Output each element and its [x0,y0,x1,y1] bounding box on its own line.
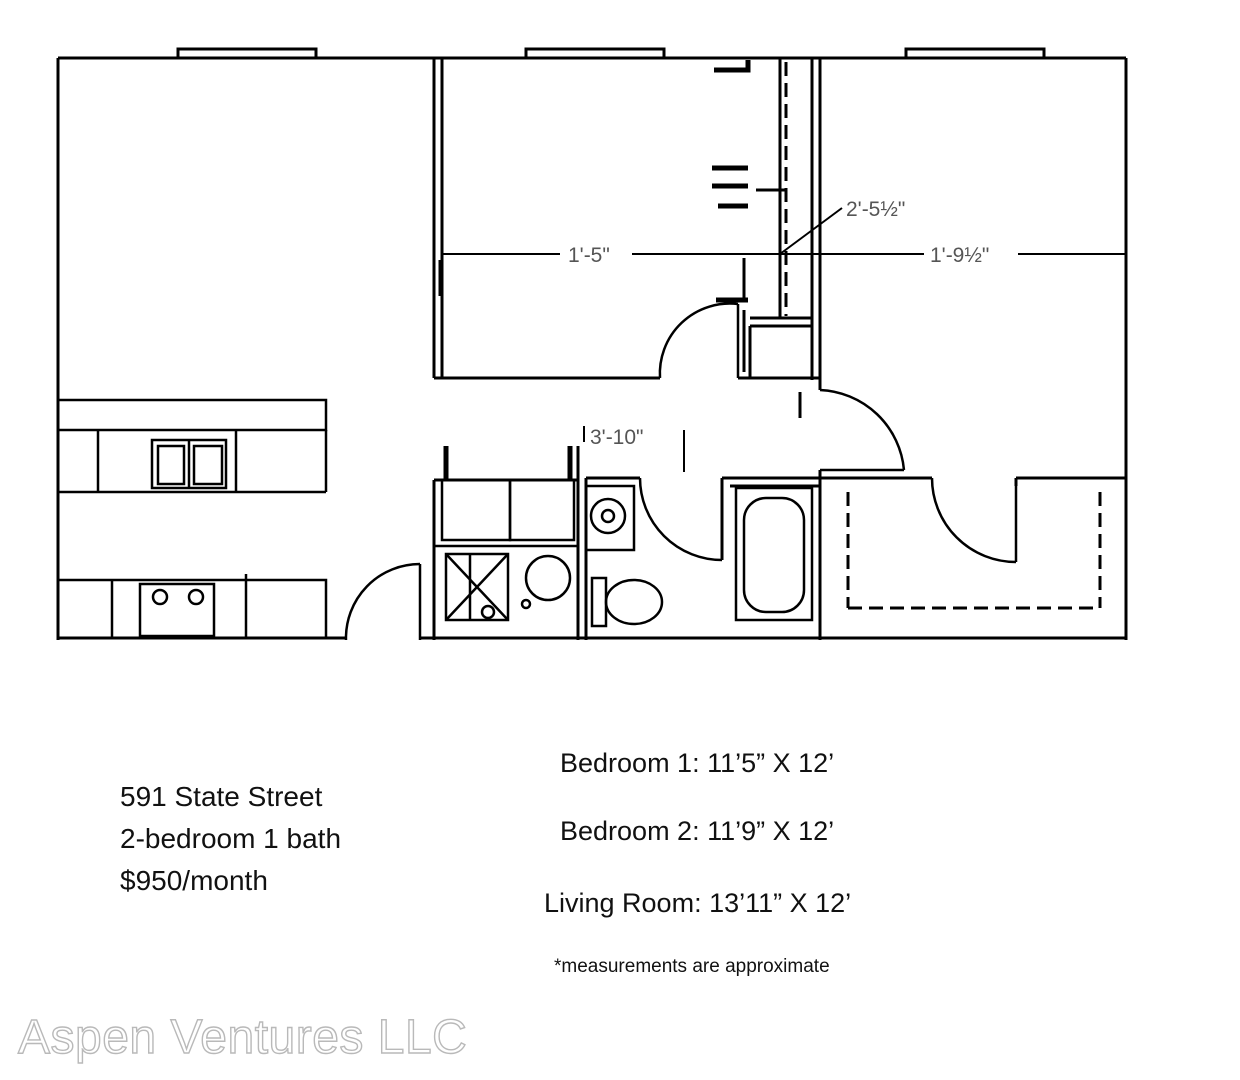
bedroom2-width-label: 1'-9½" [930,244,989,267]
kitchen [56,398,328,640]
dimension-labels: 1'-5" 1'-9½" 2'-5½" 3'-10" [568,198,989,449]
listing-rent: $950/month [120,865,268,896]
floor-plan: 1'-5" 1'-9½" 2'-5½" 3'-10" [56,47,1128,641]
listing-address: 591 State Street [120,781,323,812]
walls [56,56,1128,640]
bedroom1-width-label: 1'-5" [568,244,610,267]
room-dimension-bedroom-1: Bedroom 1: 11’5” X 12’ [560,748,835,778]
dimension-lines [442,207,1126,472]
listing-info: 591 State Street 2-bedroom 1 bath $950/m… [120,776,341,902]
doors [344,302,1018,641]
closet-depth-label: 2'-5½" [846,198,905,221]
listing-layout: 2-bedroom 1 bath [120,823,342,854]
measurement-note: *measurements are approximate [554,956,830,977]
bathroom-fixtures [584,484,814,628]
closet-hooks [712,60,751,303]
laundry [434,446,578,622]
hall-width-label: 3'-10" [590,426,644,449]
windows [176,47,1046,60]
watermark: Aspen Ventures LLC [17,1010,468,1064]
room-dimension-bedroom-2: Bedroom 2: 11’9” X 12’ [560,816,835,846]
closets [438,62,1102,610]
room-dimension-living-room: Living Room: 13’11” X 12’ [544,888,852,918]
